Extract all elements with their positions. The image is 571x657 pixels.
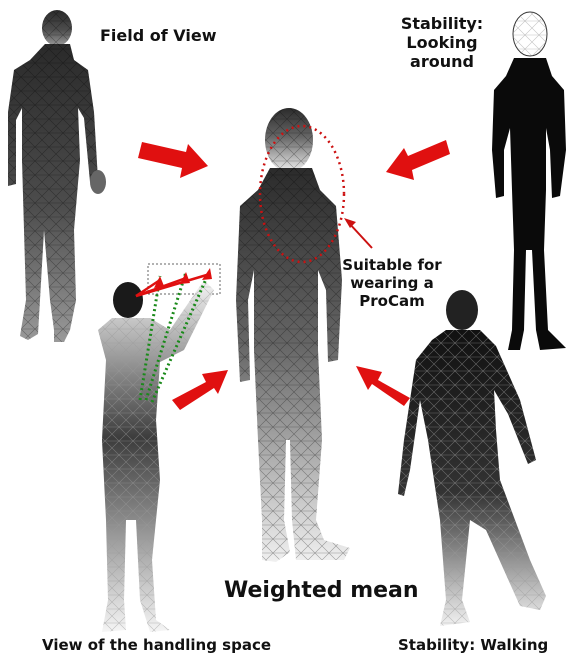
label-stability-walking: Stability: Walking <box>398 636 548 654</box>
pointer-arrow <box>344 218 372 248</box>
label-stability-looking-line2: Looking around <box>372 33 512 71</box>
arrow-from-bottom-left <box>172 370 228 410</box>
label-stability-looking-around: Stability: Looking around <box>372 14 512 72</box>
arrow-from-bottom-right <box>356 366 410 406</box>
label-weighted-mean: Weighted mean <box>224 578 419 604</box>
label-stability-looking-line1: Stability: <box>372 14 512 33</box>
label-handling-space: View of the handling space <box>42 636 271 654</box>
label-field-of-view: Field of View <box>100 26 217 45</box>
figure-handling-space <box>98 264 220 632</box>
arrow-from-top-left <box>138 142 208 178</box>
label-suitable-for-procam: Suitable for wearing a ProCam <box>340 256 444 310</box>
figure-walking <box>398 290 546 626</box>
figure-field-of-view <box>8 10 106 342</box>
figure-weighted-mean <box>236 108 350 562</box>
label-suitable-line2: wearing a <box>340 274 444 292</box>
label-suitable-line1: Suitable for <box>340 256 444 274</box>
label-suitable-line3: ProCam <box>340 292 444 310</box>
arrow-from-top-right <box>386 140 450 180</box>
